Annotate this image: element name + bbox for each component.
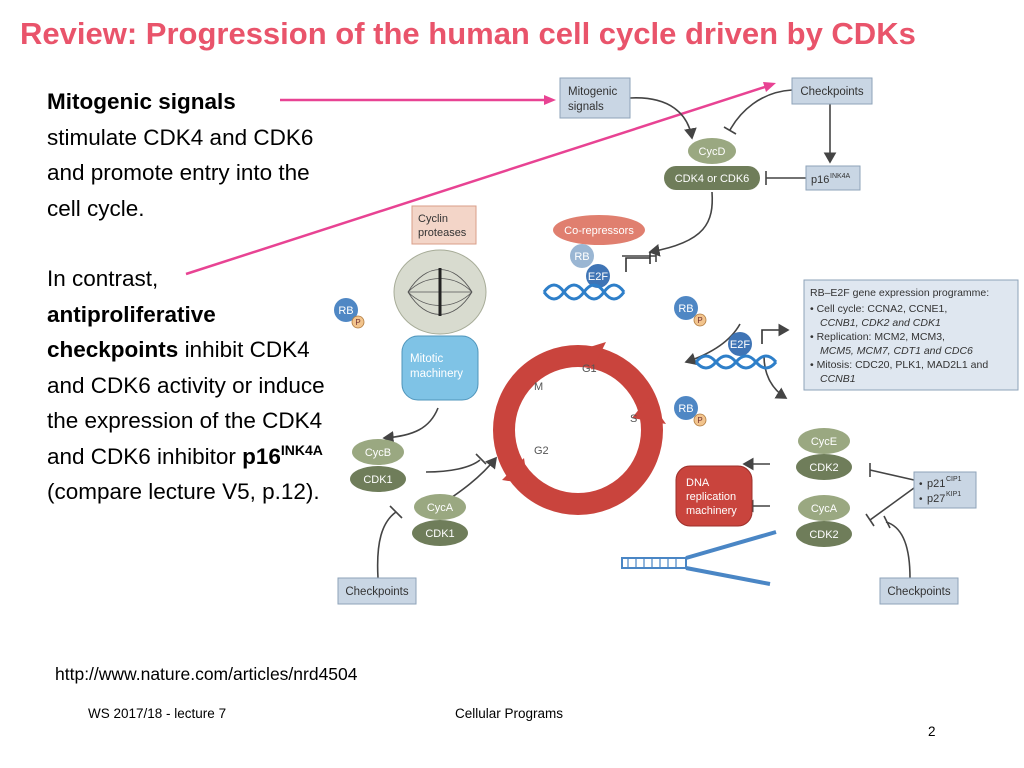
contrast-lead: In contrast, [47,266,159,291]
svg-text:CIP1: CIP1 [946,476,962,483]
co-repressors-complex: Co-repressors [553,215,645,245]
svg-text:CDK1: CDK1 [425,528,454,540]
mitotic-spindle-icon [393,249,487,335]
svg-text:P: P [697,316,702,325]
compare-reference: (compare lecture V5, p.12). [47,479,320,504]
svg-text:CycD: CycD [699,146,726,158]
cyclin-proteases-box: Cyclin proteases [411,205,477,245]
checkpoints-box-bottom-right: Checkpoints [879,577,959,605]
svg-text:CDK1: CDK1 [363,474,392,486]
rb-phosphorylated-right: RB P [674,296,707,327]
svg-text:CCNB1, CDK2 and CDK1: CCNB1, CDK2 and CDK1 [820,317,941,329]
svg-text:RB: RB [678,403,693,415]
svg-text:CycA: CycA [427,502,454,514]
replication-fork-icon [621,530,777,586]
svg-text:Checkpoints: Checkpoints [345,586,409,598]
svg-text:Mitogenic: Mitogenic [568,86,617,98]
footer-lecture: WS 2017/18 - lecture 7 [88,706,227,721]
cell-cycle-ring: M G1 S G2 [493,342,666,515]
svg-text:Checkpoints: Checkpoints [800,86,864,98]
paragraph-checkpoints: In contrast, antiproliferative checkpoin… [47,261,347,510]
phase-g1-label: G1 [582,363,597,375]
svg-text:proteases: proteases [418,227,467,239]
phase-m-label: M [534,381,543,393]
cycb-cdk1-complex: CycB CDK1 [350,439,406,492]
svg-text:•: • [919,479,923,490]
svg-text:CycE: CycE [811,436,837,448]
svg-text:p16: p16 [811,174,829,186]
svg-text:Cyclin: Cyclin [418,213,448,225]
svg-text:machinery: machinery [410,368,463,380]
p21-p27-box: • p21 CIP1 • p27 KIP1 [913,471,977,509]
mitotic-machinery-box: Mitotic machinery [401,335,479,401]
checkpoints-box-bottom-left: Checkpoints [337,577,417,605]
p16-term: p16INK4A [242,441,323,469]
cycd-cdk4-cdk6-complex: CycD CDK4 or CDK6 [664,138,760,190]
footer-course: Cellular Programs [455,706,564,721]
svg-text:CDK2: CDK2 [809,529,838,541]
cell-cycle-figure: Mitogenic signals Checkpoints CycD CDK4 … [330,72,1024,612]
source-url[interactable]: http://www.nature.com/articles/nrd4504 [55,664,358,684]
mitogenic-signals-box: Mitogenic signals [559,77,631,119]
svg-text:signals: signals [568,101,604,113]
svg-text:Checkpoints: Checkpoints [887,586,951,598]
svg-text:RB–E2F gene expression program: RB–E2F gene expression programme: [810,287,989,299]
page-number: 2 [928,724,936,739]
rb-phosphorylated-s: RB P [674,396,707,427]
svg-text:KIP1: KIP1 [946,491,961,498]
checkpoints-box-top: Checkpoints [791,77,873,105]
svg-text:P: P [697,416,702,425]
svg-text:INK4A: INK4A [830,173,851,180]
paragraph-mitogenic: Mitogenic signals stimulate CDK4 and CDK… [47,84,347,226]
rb-e2f-programme-box: RB–E2F gene expression programme: • Cell… [803,279,1019,391]
svg-text:DNA: DNA [686,477,710,489]
svg-text:machinery: machinery [686,505,737,517]
mitogenic-signals-term: Mitogenic signals [47,89,236,114]
svg-text:p27: p27 [927,493,945,505]
slide-title: Review: Progression of the human cell cy… [20,16,916,51]
svg-text:P: P [355,318,360,327]
rb-phosphorylated-left: RB P [334,298,365,329]
svg-text:CDK2: CDK2 [809,462,838,474]
phase-g2-label: G2 [534,445,549,457]
antiproliferative-term: antiproliferative checkpoints [47,301,216,363]
svg-text:•: • [919,494,923,505]
svg-text:MCM5, MCM7, CDT1 and CDC6: MCM5, MCM7, CDT1 and CDC6 [820,345,973,357]
svg-text:RB: RB [574,251,589,263]
rb-e2f-dna-repressed: RB E2F [542,244,651,301]
svg-text:p21: p21 [927,478,945,490]
svg-text:• Mitosis: CDC20, PLK1, MAD2L1: • Mitosis: CDC20, PLK1, MAD2L1 and [810,359,988,371]
dna-replication-machinery-box: DNA replication machinery [675,465,753,527]
svg-text:E2F: E2F [588,271,608,283]
svg-text:• Replication: MCM2, MCM3,: • Replication: MCM2, MCM3, [810,331,945,343]
svg-text:Mitotic: Mitotic [410,353,443,365]
e2f-dna-active: E2F [694,323,790,370]
p16-ink4a-box: p16 INK4A [805,165,861,191]
svg-text:CCNB1: CCNB1 [820,373,856,385]
svg-text:CycA: CycA [811,503,838,515]
mitogenic-description: stimulate CDK4 and CDK6 and promote entr… [47,124,314,221]
svg-text:CycB: CycB [365,447,391,459]
svg-text:RB: RB [338,305,353,317]
explanation-text: Mitogenic signals stimulate CDK4 and CDK… [47,84,347,510]
checkpoints-description: inhibit CDK4 and CDK6 activity or induce… [47,337,325,469]
cyce-cdk2-complex: CycE CDK2 [796,428,852,480]
checkpoints-pointer-arrow [185,84,769,276]
svg-text:Co-repressors: Co-repressors [564,225,634,237]
svg-text:RB: RB [678,303,693,315]
svg-text:replication: replication [686,491,736,503]
svg-text:CDK4 or CDK6: CDK4 or CDK6 [675,173,750,185]
phase-s-label: S [630,413,637,425]
svg-text:• Cell cycle: CCNA2, CCNE1,: • Cell cycle: CCNA2, CCNE1, [810,303,947,315]
cyca-cdk2-complex: CycA CDK2 [796,495,852,547]
cyca-cdk1-complex: CycA CDK1 [412,494,468,546]
svg-text:E2F: E2F [730,339,750,351]
